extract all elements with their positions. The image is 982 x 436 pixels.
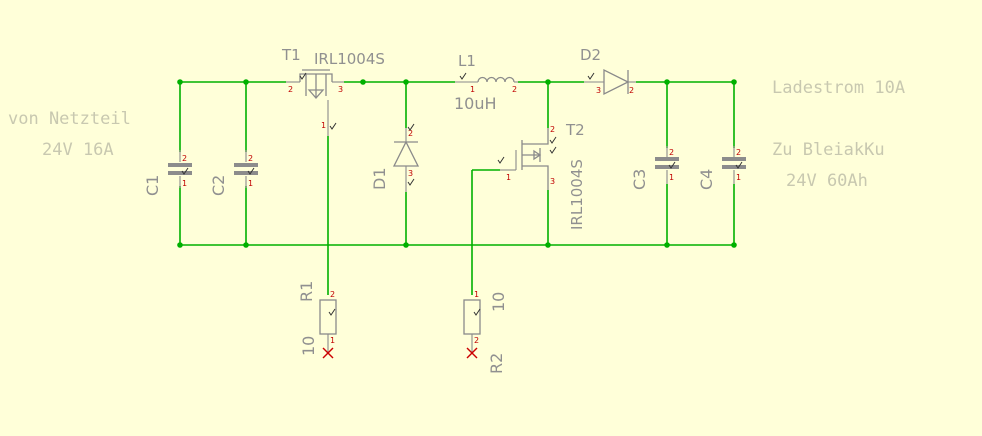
resistor-r1[interactable]: 2 1 R1 10: [297, 281, 337, 359]
no-connect-icon: [322, 347, 334, 359]
pin-label: 2: [474, 336, 479, 345]
pin-label: 1: [248, 179, 253, 188]
battery-note-line1: Zu BleiakKu: [772, 140, 885, 160]
junction-dot: [243, 242, 249, 248]
junction-dot: [243, 79, 249, 85]
capacitor-c2[interactable]: 2 1 C2: [209, 150, 258, 196]
r2-value: 10: [489, 292, 508, 312]
r1-value: 10: [299, 336, 318, 356]
pin-label: 2: [248, 154, 253, 163]
pin-label: 2: [550, 125, 555, 134]
diode-d2[interactable]: D2 3 2: [580, 46, 636, 96]
resistor-r2[interactable]: 1 2 R2 10: [463, 290, 508, 374]
junctions: [177, 79, 737, 248]
junction-dot: [664, 242, 670, 248]
junction-dot: [731, 79, 737, 85]
d2-ref: D2: [580, 46, 601, 64]
pin-label: 3: [596, 86, 601, 95]
pin-label: 1: [669, 173, 674, 182]
c4-ref: C4: [697, 169, 716, 190]
source-note-line1: von Netzteil: [8, 109, 131, 129]
pin-label: 2: [736, 148, 741, 157]
pin-label: 1: [330, 336, 335, 345]
capacitor-c4[interactable]: 2 1 C4: [697, 146, 746, 190]
pin-label: 3: [408, 169, 413, 178]
junction-dot: [403, 79, 409, 85]
l1-value: 10uH: [454, 94, 497, 113]
r1-ref: R1: [297, 281, 316, 302]
pin-label: 3: [550, 177, 555, 186]
pin-label: 2: [182, 154, 187, 163]
pin-label: 1: [474, 290, 479, 299]
pin-label: 2: [408, 129, 413, 138]
t1-ref: T1: [281, 46, 301, 64]
pin-label: 2: [288, 85, 293, 94]
c3-ref: C3: [630, 169, 649, 190]
d1-ref: D1: [370, 168, 389, 191]
junction-dot: [403, 242, 409, 248]
pin-label: 2: [669, 148, 674, 157]
t1-value: IRL1004S: [314, 50, 385, 68]
capacitor-c3[interactable]: 2 1 C3: [630, 146, 679, 190]
junction-dot: [545, 242, 551, 248]
junction-dot: [664, 79, 670, 85]
pin-label: 2: [330, 290, 335, 299]
no-connect-icon: [466, 347, 478, 359]
pin-label: 2: [629, 86, 634, 95]
junction-dot: [177, 79, 183, 85]
t2-ref: T2: [565, 121, 585, 139]
source-note-line2: 24V 16A: [42, 140, 114, 160]
r2-ref: R2: [487, 353, 506, 374]
wires: [179, 81, 735, 295]
pin-label: 1: [736, 173, 741, 182]
pin-label: 1: [470, 85, 475, 94]
battery-note-line2: 24V 60Ah: [786, 171, 868, 191]
junction-dot: [360, 79, 366, 85]
inductor-l1[interactable]: L1 10uH 1 2: [454, 52, 518, 113]
pin-label: 2: [512, 85, 517, 94]
junction-dot: [177, 242, 183, 248]
pin-label: 1: [506, 173, 511, 182]
l1-ref: L1: [458, 52, 476, 70]
mosfet-t1[interactable]: T1 IRL1004S 2 3 1: [281, 46, 385, 136]
mosfet-t2[interactable]: T2 IRL1004S 1 2 3: [497, 121, 586, 230]
junction-dot: [545, 79, 551, 85]
pin-label: 1: [182, 179, 187, 188]
c1-ref: C1: [143, 175, 162, 196]
c2-ref: C2: [209, 175, 228, 196]
t2-value: IRL1004S: [568, 159, 586, 230]
pin-label: 1: [321, 121, 326, 130]
pin-label: 3: [338, 85, 343, 94]
diode-d1[interactable]: 2 3 D1: [370, 123, 420, 192]
junction-dot: [731, 242, 737, 248]
capacitor-c1[interactable]: 2 1 C1: [143, 150, 192, 196]
charge-current-note: Ladestrom 10A: [772, 78, 905, 98]
